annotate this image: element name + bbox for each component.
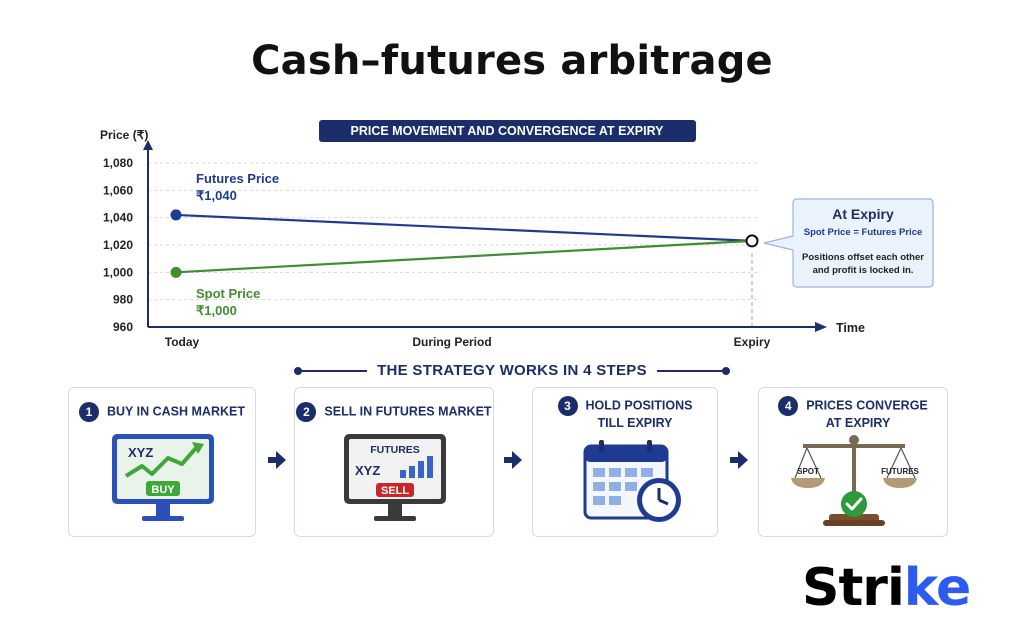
series-line-spot bbox=[175, 239, 753, 274]
x-axis-arrow bbox=[815, 322, 827, 332]
balance-scale-icon: SPOT FUTURES bbox=[791, 435, 919, 526]
x-tick-label: Today bbox=[165, 335, 200, 349]
y-tick-label: 960 bbox=[113, 320, 133, 334]
y-tick-label: 980 bbox=[113, 293, 133, 307]
callout-line-2: and profit is locked in. bbox=[813, 265, 914, 276]
chart-title: PRICE MOVEMENT AND CONVERGENCE AT EXPIRY bbox=[351, 124, 665, 138]
step-1-title: BUY IN CASH MARKET bbox=[107, 404, 245, 419]
y-tick-label: 1,080 bbox=[103, 156, 133, 170]
step-1-heading: 1 BUY IN CASH MARKET bbox=[69, 402, 255, 422]
callout-subtitle: Spot Price = Futures Price bbox=[804, 227, 923, 238]
strike-logo: Strike bbox=[802, 558, 971, 618]
y-tick-label: 1,060 bbox=[103, 183, 133, 197]
steps-heading-text: THE STRATEGY WORKS IN 4 STEPS bbox=[377, 362, 647, 379]
futures-series-value: ₹1,040 bbox=[196, 188, 237, 203]
futures-series-name: Futures Price bbox=[196, 171, 279, 186]
y-axis-label: Price (₹) bbox=[100, 128, 148, 142]
y-tick-label: 1,000 bbox=[103, 265, 133, 279]
spot-series-name: Spot Price bbox=[196, 286, 260, 301]
sell-button-text: SELL bbox=[381, 485, 409, 497]
price-chart: 960 980 1,000 1,020 1,040 1,060 1,080 Price (₹)… bbox=[100, 120, 934, 349]
sell-screen-title: FUTURES bbox=[370, 444, 420, 456]
step-3-number: 3 bbox=[557, 396, 578, 416]
series-start-point-spot bbox=[170, 266, 182, 278]
y-tick-label: 1,020 bbox=[103, 238, 133, 252]
x-axis-label: Time bbox=[836, 321, 865, 335]
step-card-1: 1 BUY IN CASH MARKET XYZ BUY bbox=[68, 387, 256, 537]
callout-line-1: Positions offset each other bbox=[802, 252, 924, 263]
y-tick-label: 1,040 bbox=[103, 211, 133, 225]
step-3-title-2: TILL EXPIRY bbox=[597, 416, 673, 431]
step-2-title: SELL IN FUTURES MARKET bbox=[324, 404, 492, 419]
step-arrow-1 bbox=[268, 451, 286, 469]
chart-axes: 960 980 1,000 1,020 1,040 1,060 1,080 Price (₹)… bbox=[100, 128, 865, 349]
step-4-title-1: PRICES CONVERGE bbox=[806, 398, 928, 413]
callout-title: At Expiry bbox=[832, 206, 894, 222]
page-title: Cash–futures arbitrage bbox=[251, 38, 773, 84]
step-2-heading: 2 SELL IN FUTURES MARKET bbox=[295, 402, 493, 422]
step-1-number: 1 bbox=[79, 402, 99, 422]
sell-screen-text: XYZ bbox=[355, 463, 380, 478]
step-card-2: 2 SELL IN FUTURES MARKET FUTURES XYZ SELL bbox=[294, 387, 494, 537]
heading-line-left bbox=[294, 366, 368, 375]
buy-screen-text: XYZ bbox=[128, 445, 153, 460]
monitor-sell-icon: FUTURES XYZ SELL bbox=[344, 434, 446, 521]
heading-line-right bbox=[656, 366, 730, 375]
scale-left-label: SPOT bbox=[797, 467, 819, 476]
step-3-heading: 3 HOLD POSITIONS TILL EXPIRY bbox=[533, 396, 717, 431]
steps-heading: THE STRATEGY WORKS IN 4 STEPS bbox=[0, 362, 1024, 380]
spot-series-value: ₹1,000 bbox=[196, 303, 237, 318]
chart-labels: PRICE MOVEMENT AND CONVERGENCE AT EXPIRY… bbox=[196, 120, 934, 318]
chart-title-box bbox=[319, 120, 696, 142]
scale-right-label: FUTURES bbox=[881, 467, 919, 476]
step-2-number: 2 bbox=[296, 402, 317, 422]
x-tick-label: Expiry bbox=[734, 335, 771, 349]
step-arrow-3 bbox=[730, 451, 748, 469]
convergence-point bbox=[745, 234, 759, 248]
x-tick-label: During Period bbox=[412, 335, 491, 349]
monitor-buy-icon: XYZ BUY bbox=[112, 434, 214, 521]
step-4-number: 4 bbox=[778, 396, 799, 416]
buy-button-text: BUY bbox=[151, 484, 175, 496]
step-card-4: 4 PRICES CONVERGE AT EXPIRY SPOT FUTURES bbox=[758, 387, 948, 537]
step-card-3: 3 HOLD POSITIONS TILL EXPIRY bbox=[532, 387, 718, 537]
step-3-title-1: HOLD POSITIONS bbox=[585, 398, 693, 413]
step-4-title-2: AT EXPIRY bbox=[825, 416, 891, 431]
expiry-callout-box bbox=[763, 198, 934, 288]
y-axis-arrow bbox=[143, 140, 153, 150]
step-arrow-2 bbox=[504, 451, 522, 469]
chart-series bbox=[170, 209, 759, 278]
calendar-clock-icon bbox=[583, 440, 681, 522]
series-start-point-futures bbox=[170, 209, 182, 221]
step-4-heading: 4 PRICES CONVERGE AT EXPIRY bbox=[759, 396, 947, 431]
series-line-futures bbox=[175, 213, 753, 242]
brand-prefix: Stri bbox=[802, 558, 905, 618]
brand-accent: ke bbox=[903, 558, 971, 618]
